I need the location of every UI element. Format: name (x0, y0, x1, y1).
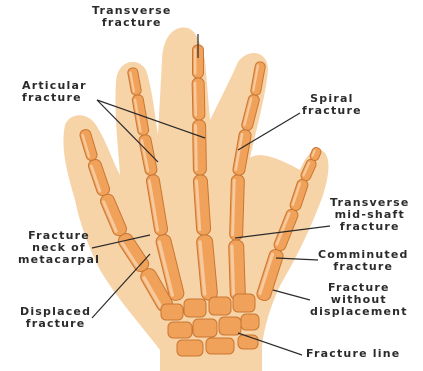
carpal-bone-8 (241, 314, 259, 330)
carpal-bone-5 (168, 322, 192, 338)
ring-bone-2 (230, 175, 245, 240)
carpal-bone-1 (161, 304, 183, 320)
middle-bone-4 (192, 78, 205, 120)
ring-bone-1 (229, 240, 246, 300)
carpal-bone-2 (184, 299, 206, 317)
carpal-bone-6 (193, 319, 217, 337)
carpal-bone-3 (209, 297, 231, 315)
carpal-bone-4 (233, 294, 255, 312)
carpal-bone-11 (238, 335, 258, 349)
leader-line-8 (273, 290, 310, 300)
carpal-bone-10 (206, 338, 234, 354)
middle-bone-3 (193, 120, 207, 175)
carpal-bone-9 (177, 340, 203, 356)
label-fracture-line: Fracture line (306, 348, 400, 360)
carpal-bone-7 (219, 317, 241, 335)
